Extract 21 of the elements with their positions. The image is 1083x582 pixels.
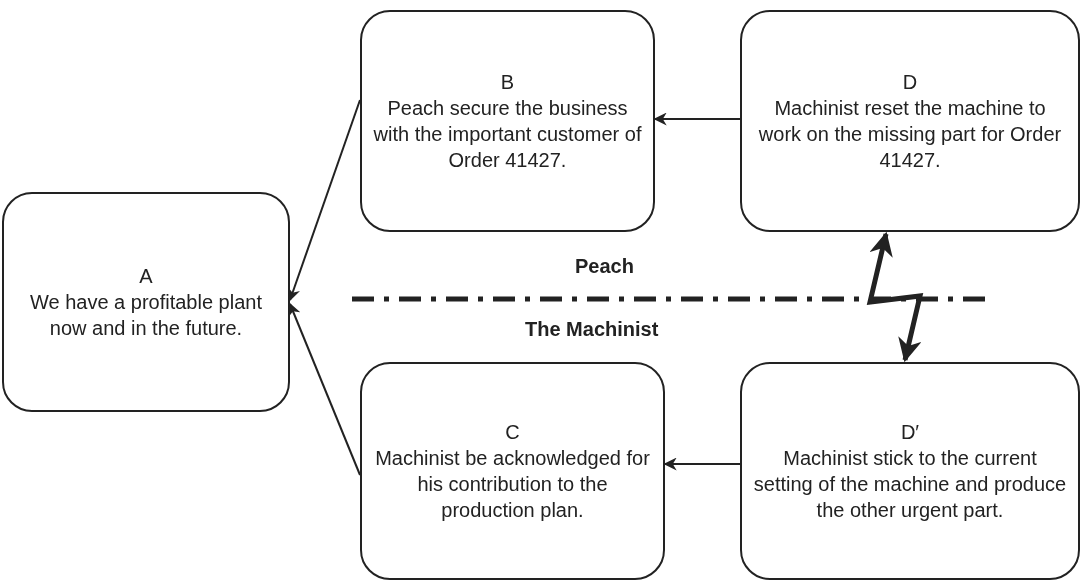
arrow <box>288 302 361 476</box>
box-text: We have a profitable plant now and in the future. <box>29 290 263 341</box>
box-text: Machinist reset the machine to work on the missing part for Order 41427. <box>757 96 1063 173</box>
box-text: Peach secure the business with the important customer of Order 41427. <box>372 96 643 173</box>
box-text: Machinist be acknowledged for his contribution to the production plan. <box>374 446 651 523</box>
box-letter: C <box>505 420 520 445</box>
box-text: Machinist stick to the current setting of the machine and produce the other urgent part. <box>752 446 1068 523</box>
arrow <box>653 112 741 126</box>
box-letter: D′ <box>900 420 920 445</box>
rounded-box <box>2 192 290 412</box>
arrow <box>663 457 741 471</box>
side-label: The Machinist <box>525 318 659 341</box>
box-letter: A <box>139 264 153 289</box>
box-letter: D <box>902 70 918 95</box>
rounded-box <box>740 362 1080 580</box>
rounded-box <box>360 10 655 232</box>
side-label: Peach <box>575 255 634 278</box>
box-letter: B <box>500 70 515 95</box>
conflict-arrow <box>866 231 924 363</box>
rounded-box <box>740 10 1080 232</box>
rounded-box <box>360 362 665 580</box>
